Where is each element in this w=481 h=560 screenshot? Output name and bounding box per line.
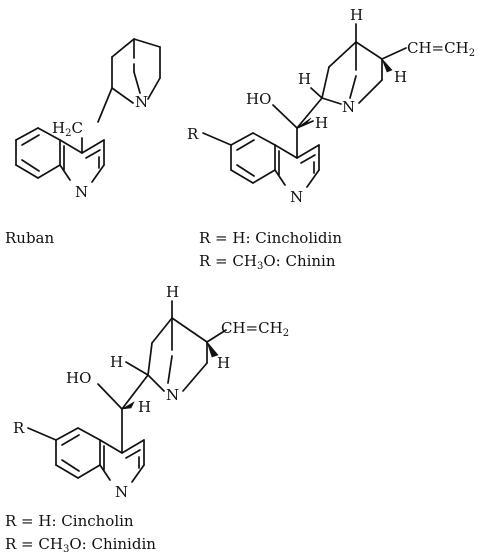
cincholidin-c3-h: H <box>394 68 407 86</box>
cincholidin-c9-h: H <box>315 114 328 132</box>
ruban-quinuclidine-n: N <box>135 93 148 111</box>
cincholin-c9-oh-bond <box>97 383 123 410</box>
cincholidin-r-label: R <box>187 125 199 143</box>
ruban-quinoline-bonds <box>15 127 105 183</box>
cincholidin-quinoline-bonds <box>202 132 320 188</box>
cincholin-quinoline-n: N <box>115 483 128 501</box>
cincholidin-c9-h-bond <box>296 120 314 129</box>
cincholin-r-label: R <box>13 419 25 437</box>
cincholin-c8-h: H <box>110 353 123 371</box>
ruban-h2c-label: H2C <box>52 119 83 139</box>
ruban-quinuclidine-bonds <box>111 38 161 104</box>
cincholidin-quinuclidine-bonds <box>321 41 383 105</box>
cincholidin-quinuclidine-n: N <box>342 98 355 116</box>
ruban-ch2-c2-bond <box>97 87 113 123</box>
cincholin-quinuclidine-bonds <box>147 317 208 392</box>
cincholidin-ho-label: HO <box>246 90 271 108</box>
cincholidin-vinyl-bond <box>381 47 407 60</box>
cincholin-c8-h-bond <box>125 361 149 376</box>
ruban-quinoline-n: N <box>75 183 88 201</box>
caption-chinidin: R = CH3O: Chinidin <box>5 535 156 555</box>
cincholin-c3-h-wedge <box>206 341 219 358</box>
cincholin-vinyl-bond <box>206 329 227 343</box>
cincholidin-c8-h: H <box>298 70 311 88</box>
cincholin-c9-h-wedge <box>121 401 135 410</box>
cincholin-c9-c8-bond <box>121 374 149 410</box>
cincholin-c4-h: H <box>166 283 179 301</box>
caption-cincholidin: R = H: Cincholidin <box>199 229 342 247</box>
ruban-structure: N H2C N <box>15 38 161 201</box>
cincholin-quinoline-bonds <box>27 427 145 483</box>
cincholidin-c9-oh-bond <box>272 104 298 129</box>
cincholin-structure: N R HO H H N H CH=CH2 H <box>13 283 289 501</box>
cincholin-vinyl-label: CH=CH2 <box>221 319 289 339</box>
cincholidin-quinoline-n: N <box>290 188 303 206</box>
cincholidin-c9-c8-bond <box>296 97 323 129</box>
cincholin-c3-h: H <box>217 354 230 372</box>
caption-chinin: R = CH3O: Chinin <box>199 252 336 272</box>
cincholidin-c8-h-bond <box>310 87 323 99</box>
cincholin-c9-h: H <box>138 398 151 416</box>
cincholidin-c3-h-wedge <box>381 58 393 73</box>
cincholidin-vinyl-label: CH=CH2 <box>407 39 475 59</box>
cincholidin-structure: N R HO H H N H CH=CH2 H <box>187 6 475 206</box>
cincholin-quinuclidine-n: N <box>166 386 179 404</box>
caption-ruban: Ruban <box>5 229 54 247</box>
cincholidin-c4-h: H <box>350 6 363 24</box>
caption-cincholin: R = H: Cincholin <box>5 512 134 530</box>
cincholin-ho-label: HO <box>66 369 91 387</box>
